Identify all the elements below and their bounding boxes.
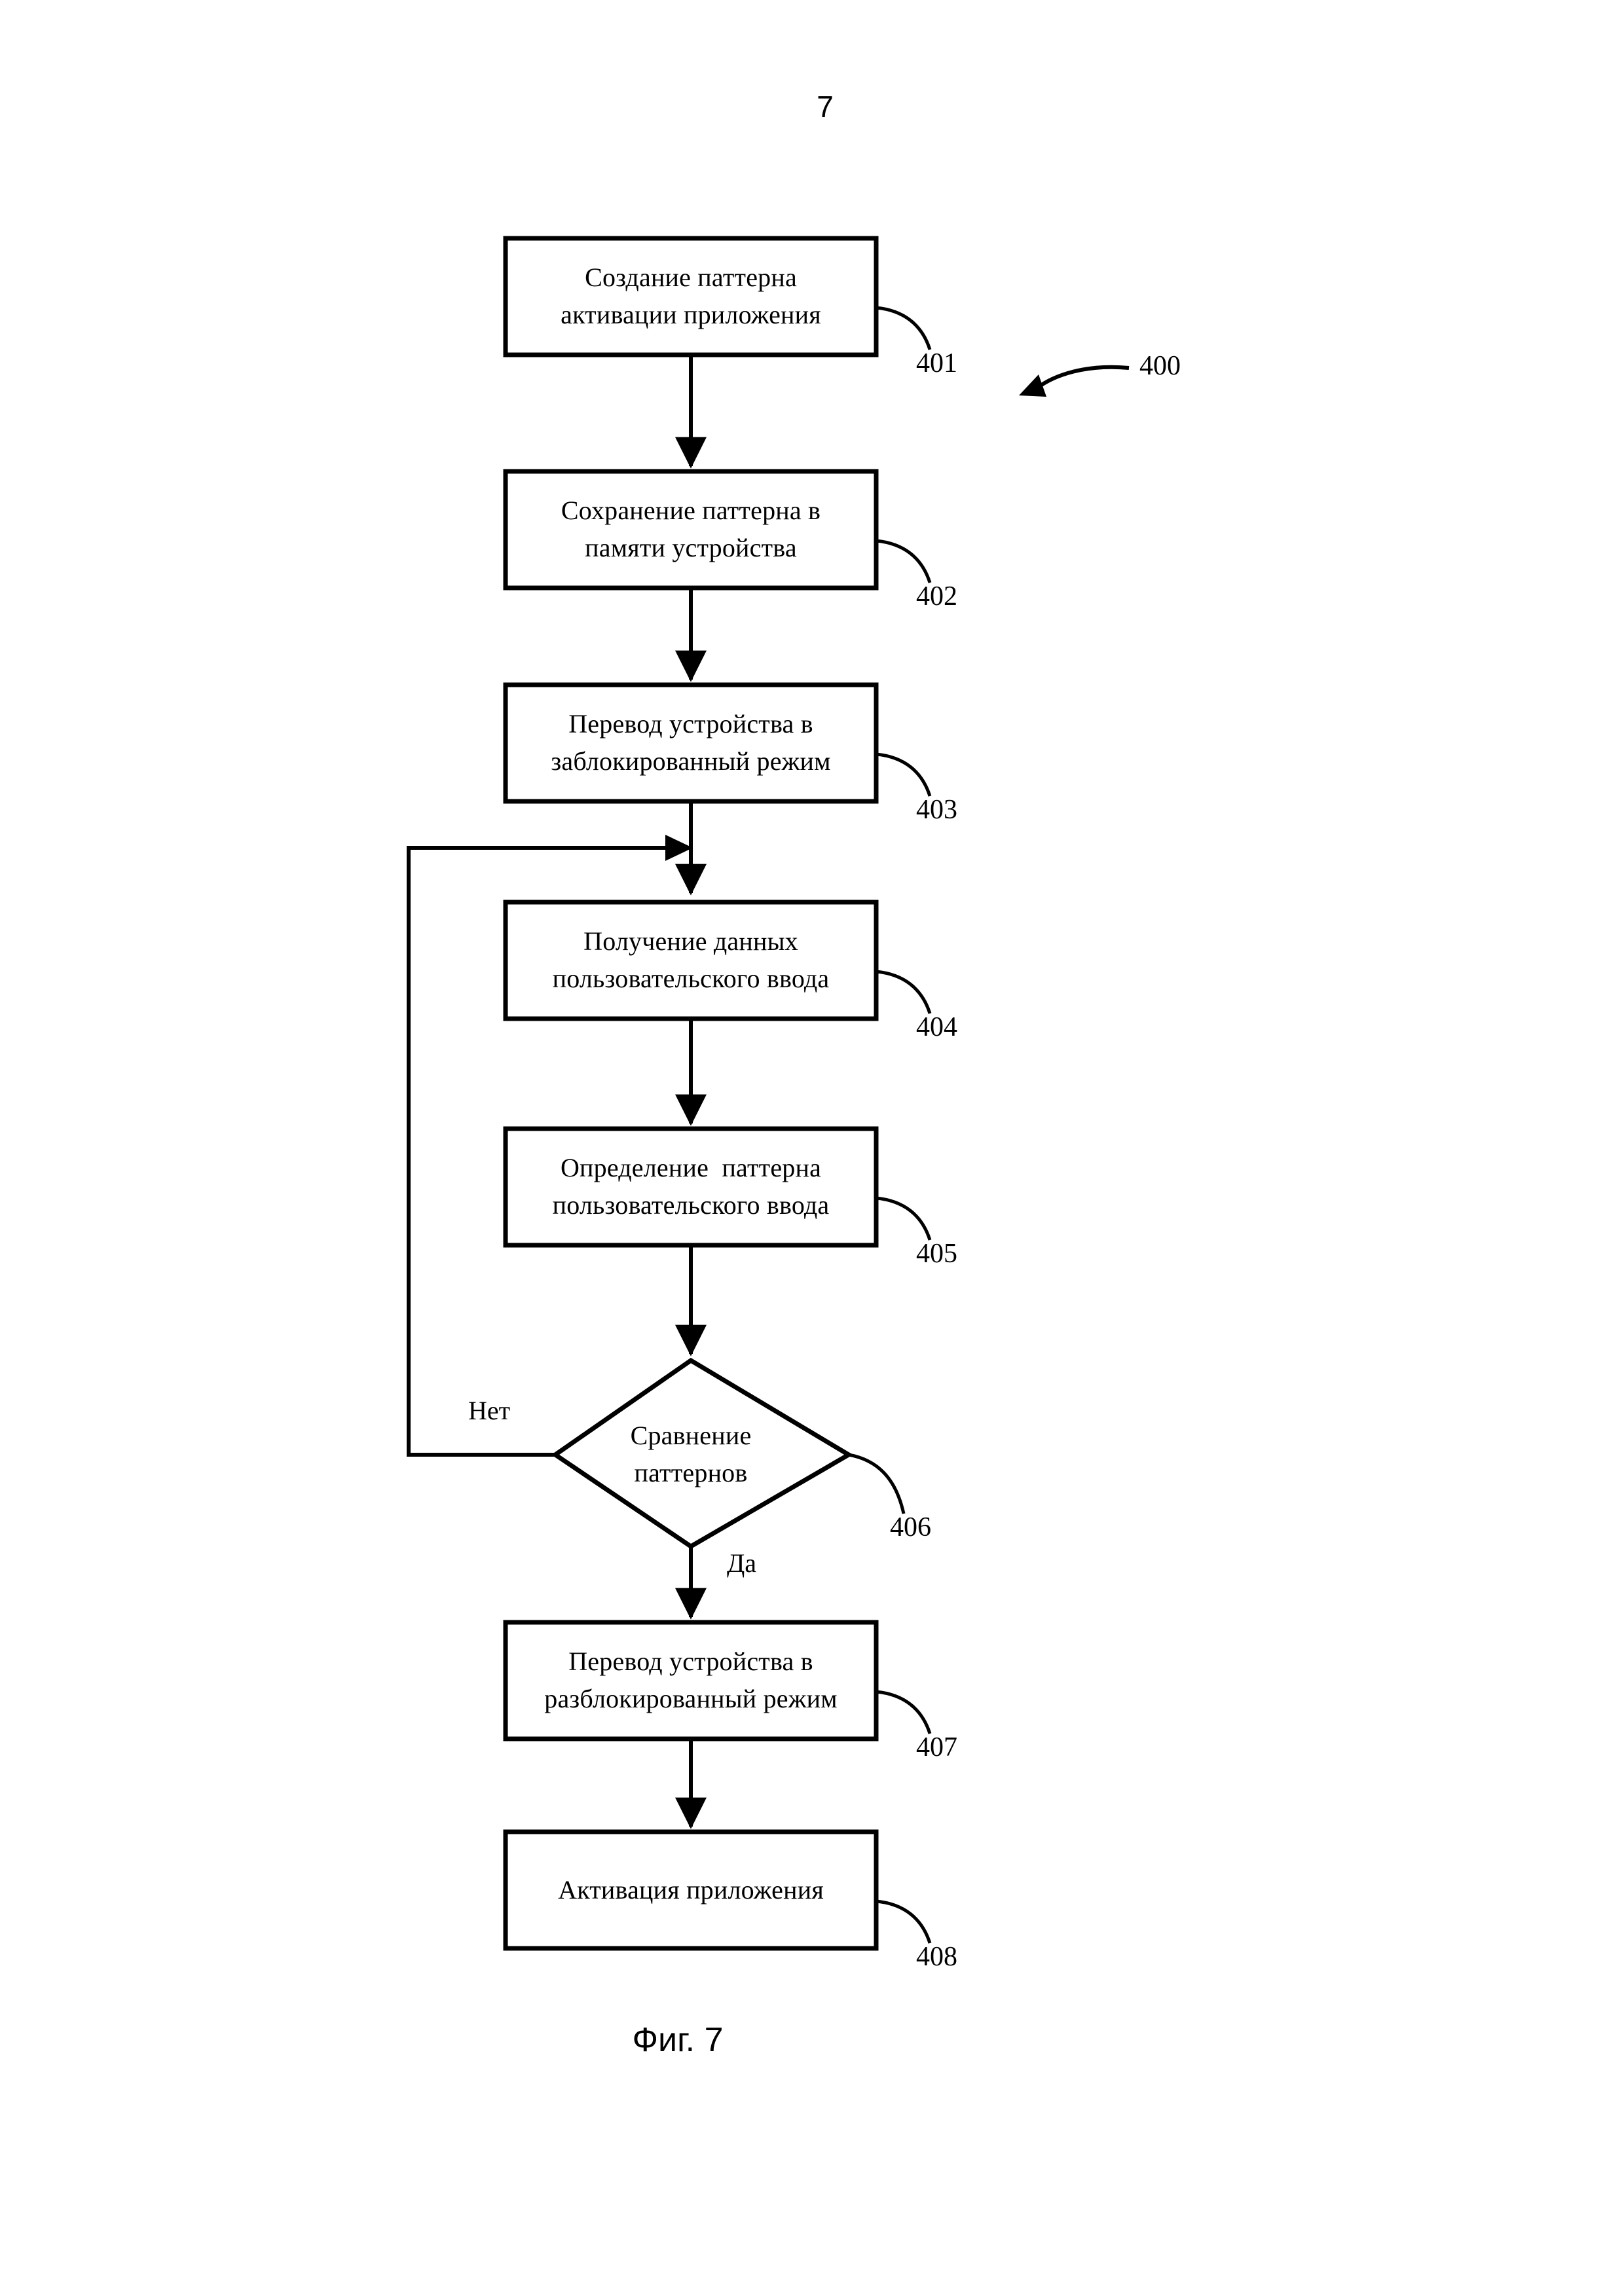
leader-400 [1035,365,1130,391]
leader-407 [876,1690,932,1734]
edge-406-404-arrowhead [665,835,693,861]
node-406-diamond [551,1357,853,1550]
leader-406 [848,1453,906,1514]
node-401-box [503,236,879,357]
node-405-box [503,1126,879,1248]
leader-401 [876,306,932,350]
branch-label-no: Нет [468,1396,511,1425]
figure-caption: Фиг. 7 [632,2021,724,2059]
ref-numeral-407: 407 [916,1732,957,1762]
node-407-box [503,1620,879,1741]
branch-label-yes: Да [727,1548,757,1578]
ref-numeral-405: 405 [916,1239,957,1269]
leader-403 [876,752,932,797]
ref-numeral-403: 403 [916,795,957,825]
node-408-box [503,1829,879,1951]
leader-404 [876,970,932,1014]
ref-numeral-401: 401 [916,348,957,378]
ref-numeral-408: 408 [916,1942,957,1972]
node-404-box [503,900,879,1021]
leader-400-arrowhead [1019,374,1046,397]
leader-405 [876,1196,932,1241]
leader-408 [876,1899,932,1944]
node-402-box [503,469,879,591]
edge-406-404-no-loop [407,846,671,1457]
leader-402 [876,539,932,583]
ref-numeral-404: 404 [916,1012,957,1042]
ref-numeral-402: 402 [916,581,957,611]
node-403-box [503,682,879,804]
ref-numeral-400-overall: 400 [1139,351,1181,381]
page-number: 7 [817,90,834,124]
ref-numeral-406: 406 [890,1512,931,1542]
